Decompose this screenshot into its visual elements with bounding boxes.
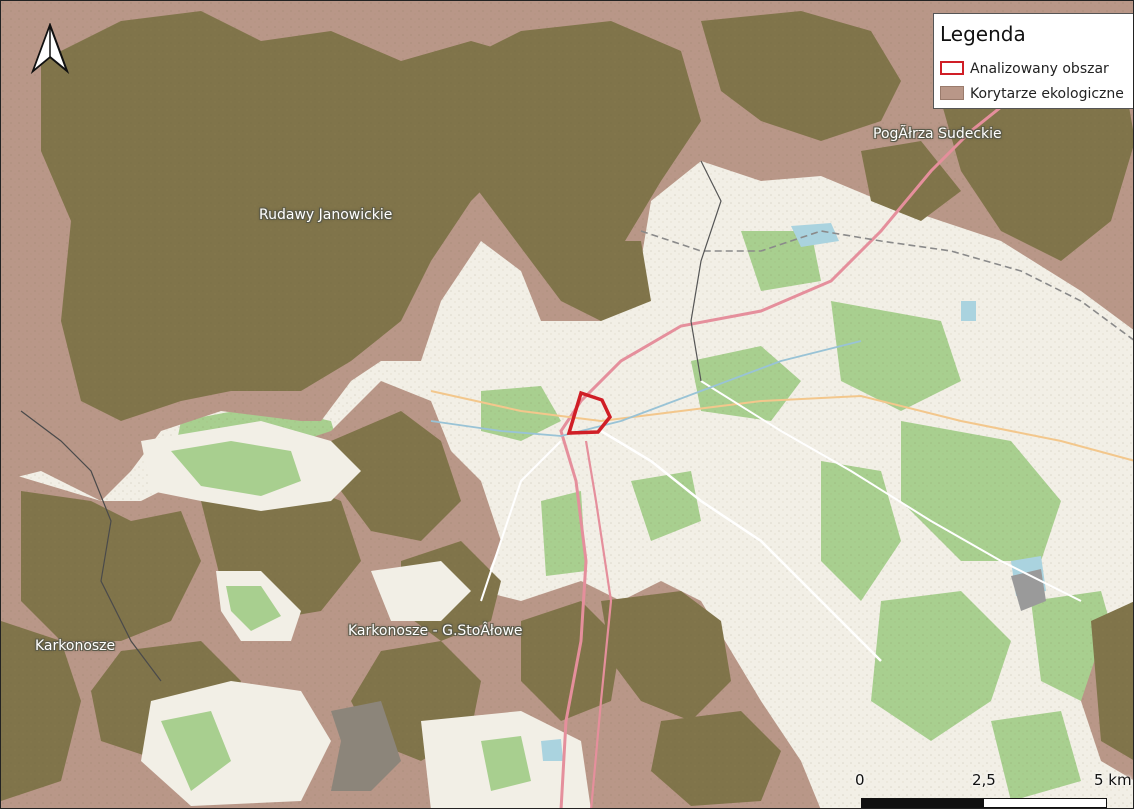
label-pogorza-sudeckie: PogÃłrza Sudeckie [873,126,1002,142]
reservoir-area [331,701,401,791]
legend-item-corridors: Korytarze ekologiczne [940,86,1124,102]
label-karkonosze-gory-stolowe: Karkonosze - G.StoÂłowe [348,623,523,639]
label-rudawy-janowickie: Rudawy Janowickie [259,207,393,223]
legend-item-label: Analizowany obszar [970,61,1109,77]
label-karkonosze: Karkonosze [35,638,116,654]
scale-tick-5km: 5 km [1094,771,1132,789]
legend-item-analysed-area: Analizowany obszar [940,61,1109,77]
clearing-forests [161,441,531,791]
clearings [141,421,591,808]
legend-title: Legenda [940,22,1026,46]
red-outline-swatch-icon [940,61,964,75]
north-arrow-icon [29,22,71,80]
scale-tick-2-5: 2,5 [972,771,996,789]
legend-item-label: Korytarze ekologiczne [970,86,1124,102]
legend: Legenda Analizowany obszar Korytarze eko… [933,13,1133,109]
road-network [20,59,1133,808]
scale-bar-black-segment [862,799,984,807]
analysed-area-polygon [566,390,613,435]
scale-tick-0: 0 [855,771,865,789]
scale-bar-frame [861,798,1107,808]
brown-fill-swatch-icon [940,86,964,100]
